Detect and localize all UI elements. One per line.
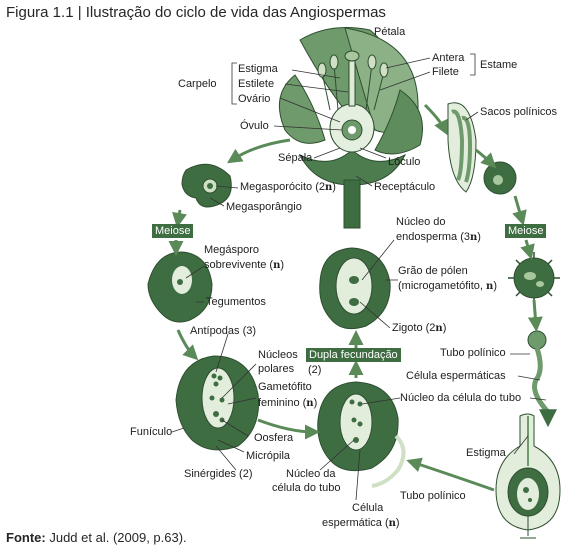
cycle-arrows [168, 103, 543, 492]
pollen-tube-illustration [527, 330, 557, 428]
label-leader-lines [171, 185, 547, 501]
label-nucleos-polares-1: Núcleos [258, 349, 298, 361]
label-megasporo-line1: Megásporo [204, 244, 260, 256]
label-estigma-b: Estigma [466, 447, 506, 459]
microspore-nucleus [493, 175, 503, 185]
label-nucleos-polares-2: polares [258, 363, 295, 375]
label-carpelo: Carpelo [178, 78, 217, 90]
label-funiculo: Funículo [130, 426, 173, 438]
label-ovario: Ovário [238, 93, 271, 105]
badge-dupla-fecundacao: Dupla fecundação [306, 348, 401, 362]
label-grao-polen-1: Grão de pólen [398, 265, 468, 277]
label-nucleo-celula-tubo-a-1: Núcleo da [286, 468, 336, 480]
label-megasporocito: Megasporócito (2n) [240, 181, 336, 193]
female-gametophyte-ovule [175, 355, 260, 451]
label-celula-espermatica-a-1: Célula [352, 502, 384, 514]
label-antipodas: Antípodas (3) [190, 325, 257, 337]
label-tubo-polinico-b: Tubo polínico [440, 347, 506, 359]
label-nucleo-endosperma-2: endosperma (3n) [396, 231, 481, 243]
zygote-endosperm-ovule [319, 247, 391, 330]
label-filete: Filete [432, 66, 459, 78]
pollen-grain-illustration [508, 252, 560, 304]
label-celula-espermatica-a-2: espermática (n) [322, 517, 400, 529]
badge-meiose-left: Meiose [152, 224, 194, 238]
pistil-ovule-illustration [495, 413, 561, 539]
label-nucleo-celula-tubo-b: Núcleo da célula do tubo [400, 392, 522, 404]
pollen-sacs-illustration [447, 102, 479, 193]
label-oosfera: Oosfera [254, 432, 294, 444]
label-nucleo-celula-tubo-a-2: célula do tubo [272, 482, 341, 494]
label-megasporangio: Megasporângio [226, 201, 302, 213]
label-tegumentos: Tegumentos [206, 296, 266, 308]
badge-meiose-right: Meiose [505, 224, 547, 238]
label-estigma-flor: Estigma [238, 63, 278, 75]
label-megasporo-line2: sobrevivente (n) [204, 259, 285, 271]
fertilization-ovule [317, 381, 406, 488]
label-loculo: Lóculo [388, 156, 421, 168]
label-receptaculo: Receptáculo [374, 181, 436, 193]
label-estame: Estame [480, 59, 518, 71]
label-nucleos-polares-3: (2) [308, 364, 322, 376]
label-petala: Pétala [374, 26, 406, 38]
label-gametofito-2: feminino (n) [258, 397, 318, 409]
flower-illustration [278, 27, 423, 229]
label-sepala: Sépala [278, 152, 313, 164]
label-tubo-polinico-a: Tubo polínico [400, 490, 466, 502]
flower-leader-lines [231, 53, 476, 187]
label-ovulo: Óvulo [240, 120, 269, 132]
figure-title: Figura 1.1 | Ilustração do ciclo de vida… [6, 4, 386, 21]
megasporocyte-ovule [181, 163, 232, 208]
label-grao-polen-2: (microgametófito, n) [398, 280, 497, 292]
figure-source: Fonte: Judd et al. (2009, p.63). [6, 530, 187, 545]
label-celula-espermaticas: Célula espermáticas [406, 370, 506, 382]
label-nucleo-endosperma-1: Núcleo do [396, 216, 446, 228]
label-gametofito-1: Gametófito [258, 381, 312, 393]
label-sinergides: Sinérgides (2) [184, 468, 253, 480]
surviving-megaspore-ovule [147, 251, 213, 323]
label-estilete: Estilete [238, 78, 275, 90]
label-antera: Antera [432, 52, 465, 64]
label-sacos-polinicos: Sacos polínicos [480, 106, 558, 118]
label-zigoto: Zigoto (2n) [392, 322, 447, 334]
label-micropila: Micrópila [246, 450, 291, 462]
